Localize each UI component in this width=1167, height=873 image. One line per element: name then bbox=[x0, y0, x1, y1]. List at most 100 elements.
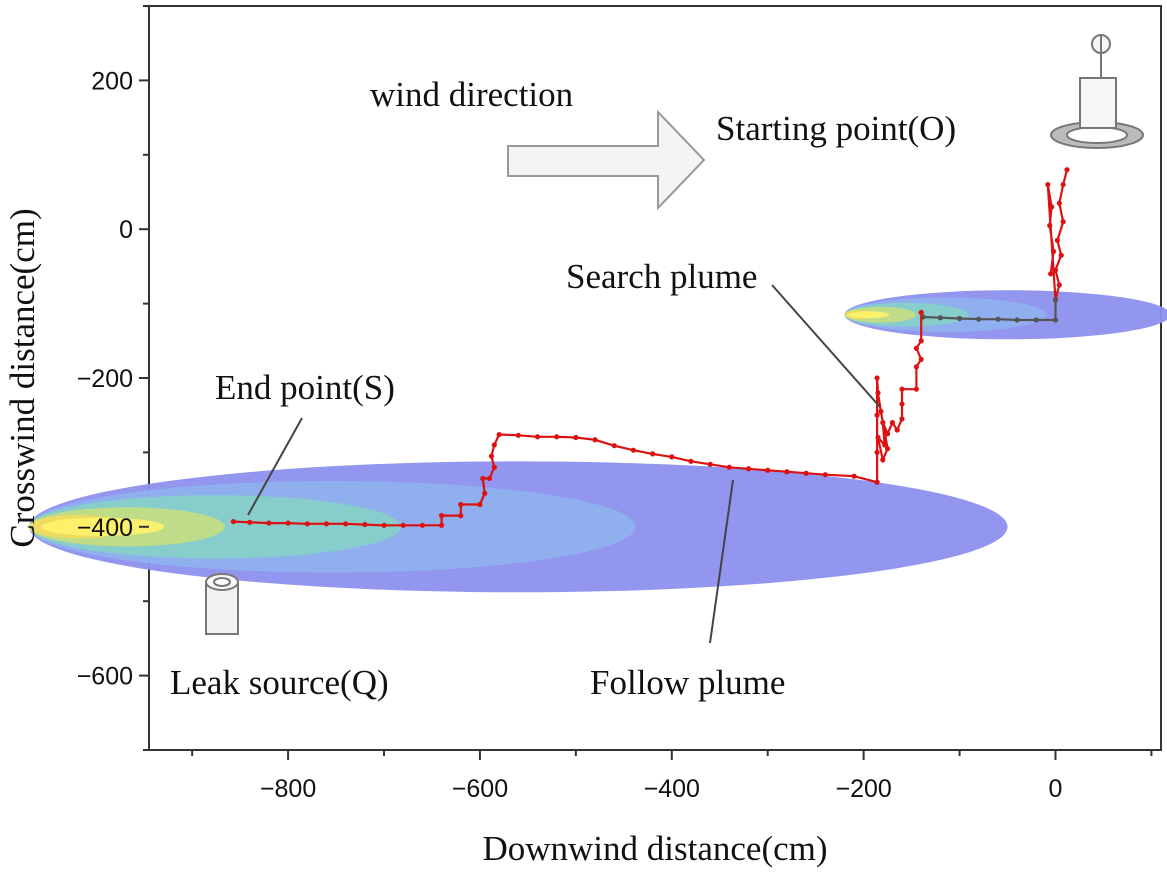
trajectory-point-3-11 bbox=[650, 451, 656, 457]
trajectory-point-0-7 bbox=[1056, 282, 1062, 288]
trajectory-point-3-3 bbox=[803, 470, 809, 476]
y-tick-label: −400 bbox=[77, 514, 133, 542]
trajectory-point-2-9 bbox=[894, 427, 900, 433]
trajectory-point-0-10 bbox=[1049, 204, 1055, 210]
trajectory-point-2-10 bbox=[889, 420, 896, 426]
trajectory-point-3-30 bbox=[438, 522, 445, 528]
trajectory-point-3-24 bbox=[480, 475, 486, 482]
trajectory-point-3-10 bbox=[669, 454, 675, 460]
trajectory-point-3-4 bbox=[784, 469, 790, 475]
trajectory-point-3-17 bbox=[534, 434, 541, 440]
trajectory-point-0-2 bbox=[1056, 200, 1062, 206]
trajectory-point-3-38 bbox=[285, 520, 291, 526]
x-axis-label: Downwind distance(cm) bbox=[482, 829, 827, 868]
trajectory-point-1-1 bbox=[1052, 317, 1059, 323]
trajectory-point-2-6 bbox=[899, 386, 905, 392]
x-tick-label: −400 bbox=[644, 775, 700, 803]
trajectory-search-0 bbox=[1046, 169, 1069, 301]
trajectory-point-3-16 bbox=[554, 434, 560, 440]
trajectory-point-3-6 bbox=[745, 466, 752, 472]
trajectory-point-0-12 bbox=[1050, 248, 1057, 255]
plume-layer bbox=[29, 290, 1167, 593]
plume-1-core bbox=[848, 311, 890, 319]
trajectory-point-3-1 bbox=[851, 473, 857, 479]
trajectory-point-0-9 bbox=[1045, 181, 1051, 188]
trajectory-point-0-4 bbox=[1054, 237, 1061, 243]
trajectory-layer bbox=[230, 167, 1070, 528]
trajectory-point-3-8 bbox=[707, 461, 713, 467]
trajectory-point-1-2 bbox=[1033, 317, 1039, 323]
trajectory-point-3-39 bbox=[266, 520, 272, 526]
trajectory-point-2-4 bbox=[913, 364, 919, 370]
trajectory-point-3-23 bbox=[486, 475, 493, 482]
trajectory-point-3-9 bbox=[688, 458, 694, 464]
trajectory-point-3-13 bbox=[611, 443, 617, 449]
trajectory-point-2-17 bbox=[878, 408, 884, 415]
trajectory-point-3-31 bbox=[419, 522, 425, 528]
trajectory-point-3-40 bbox=[247, 519, 253, 525]
plume-0-core bbox=[40, 517, 165, 536]
trajectory-point-2-5 bbox=[913, 386, 919, 392]
y-tick-label: −200 bbox=[77, 365, 133, 393]
trajectory-point-2-21 bbox=[874, 449, 880, 455]
trajectory-point-3-20 bbox=[491, 442, 497, 448]
trajectory-point-3-0 bbox=[874, 479, 880, 485]
trajectory-point-3-2 bbox=[822, 472, 828, 478]
trajectory-point-2-3 bbox=[918, 356, 924, 362]
trajectory-point-2-16 bbox=[885, 446, 891, 452]
trajectory-point-0-13 bbox=[1048, 271, 1054, 277]
trajectory-point-0-5 bbox=[1058, 252, 1064, 258]
trajectory-point-2-13 bbox=[882, 442, 888, 448]
x-tick-label: −600 bbox=[452, 775, 508, 803]
trajectory-point-0-1 bbox=[1060, 181, 1066, 188]
trajectory-point-2-12 bbox=[880, 420, 886, 426]
trajectory-point-3-37 bbox=[304, 521, 310, 527]
y-tick-label: −600 bbox=[77, 663, 133, 691]
trajectory-point-2-19 bbox=[874, 375, 880, 381]
wind-arrow-icon bbox=[507, 109, 706, 211]
trajectory-point-3-15 bbox=[573, 434, 579, 441]
trajectory-point-3-33 bbox=[381, 522, 387, 528]
trajectory-point-0-3 bbox=[1060, 219, 1066, 225]
trajectory-point-3-26 bbox=[477, 501, 483, 508]
trajectory-follow-large-plume-3 bbox=[233, 433, 878, 527]
search-plume-leader-line bbox=[771, 284, 881, 408]
leak-source-label: Leak source(Q) bbox=[170, 663, 389, 702]
trajectory-point-3-14 bbox=[592, 437, 598, 443]
trajectory-point-3-34 bbox=[362, 521, 368, 528]
end-point-label: End point(S) bbox=[215, 368, 395, 407]
search-plume-label: Search plume bbox=[566, 257, 757, 296]
trajectory-point-2-1 bbox=[918, 338, 924, 344]
trajectory-point-0-0 bbox=[1064, 167, 1070, 173]
trajectory-point-1-7 bbox=[937, 315, 943, 321]
trajectory-point-3-22 bbox=[491, 464, 497, 470]
trajectory-point-3-21 bbox=[488, 453, 495, 459]
trajectory-point-3-18 bbox=[515, 432, 521, 438]
trajectory-point-1-3 bbox=[1014, 317, 1020, 323]
x-tick-label: −800 bbox=[260, 775, 316, 803]
robot-icon bbox=[1050, 34, 1144, 149]
wind-direction-label: wind direction bbox=[370, 75, 573, 114]
trajectory-point-2-7 bbox=[899, 401, 905, 407]
trajectory-follow-small-plume-1 bbox=[920, 299, 1057, 322]
end-point-leader-line bbox=[247, 417, 303, 516]
y-tick-label: 0 bbox=[119, 216, 133, 244]
starting-point-label: Starting point(O) bbox=[716, 109, 956, 148]
trajectory-point-3-19 bbox=[496, 431, 502, 438]
plot-frame bbox=[148, 5, 1162, 751]
trajectory-point-3-41 bbox=[230, 518, 237, 525]
x-tick-label: 0 bbox=[1049, 775, 1063, 803]
trajectory-point-1-0 bbox=[1052, 297, 1059, 303]
trajectory-point-3-29 bbox=[438, 513, 445, 519]
trajectory-point-3-36 bbox=[323, 521, 330, 527]
leak-source-icon bbox=[205, 573, 239, 635]
trajectory-point-3-27 bbox=[458, 501, 464, 508]
trajectory-point-2-18 bbox=[875, 390, 881, 396]
trajectory-point-1-6 bbox=[956, 315, 963, 322]
trajectory-point-2-2 bbox=[913, 345, 919, 351]
follow-plume-leader-line bbox=[709, 479, 734, 644]
trajectory-point-2-8 bbox=[899, 416, 905, 422]
trajectory-point-2-15 bbox=[880, 457, 886, 463]
